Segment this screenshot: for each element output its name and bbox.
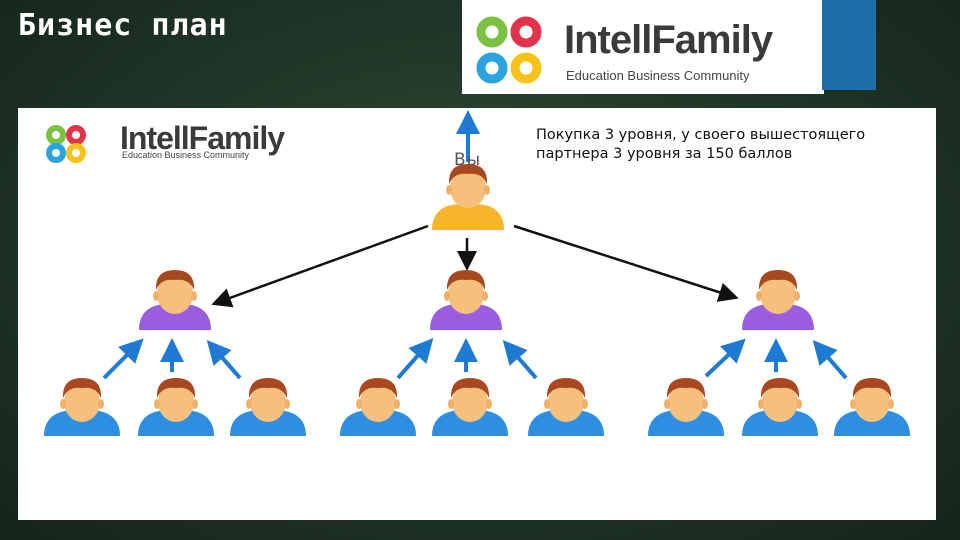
person-level2 (742, 270, 814, 330)
person-level3 (138, 378, 214, 436)
arrow-to-right-partner (513, 224, 739, 302)
blue-arrow (102, 338, 144, 380)
you-label: Вы (454, 150, 482, 170)
person-you (432, 164, 504, 230)
person-level3 (340, 378, 416, 436)
brand-name: IntellFamily (564, 18, 773, 62)
blue-arrow (812, 339, 848, 380)
blue-arrow (396, 338, 434, 380)
person-level2 (430, 270, 502, 330)
blue-arrow (704, 338, 746, 378)
header-logo: IntellFamily Education Business Communit… (462, 0, 824, 94)
intellfamily-small-logo-icon (46, 125, 86, 163)
arrow-to-left-partner (211, 224, 429, 308)
slide-title: Бизнес план (18, 8, 228, 43)
blue-arrow (502, 339, 538, 380)
header-accent-bar (822, 0, 876, 90)
plan-description: Покупка 3 уровня, у своего вышестоящего … (536, 127, 866, 162)
panel-brand-tagline: Education Business Community (122, 150, 250, 160)
person-level3 (648, 378, 724, 436)
person-level3 (44, 378, 120, 436)
person-level3 (432, 378, 508, 436)
brand-tagline: Education Business Community (566, 68, 750, 83)
person-level2 (139, 270, 211, 330)
blue-arrow (206, 339, 242, 380)
person-level3 (528, 378, 604, 436)
person-level3 (230, 378, 306, 436)
person-level3 (742, 378, 818, 436)
person-level3 (834, 378, 910, 436)
panel-brand-name: IntellFamily (120, 120, 285, 156)
intellfamily-logo-icon (476, 16, 542, 84)
